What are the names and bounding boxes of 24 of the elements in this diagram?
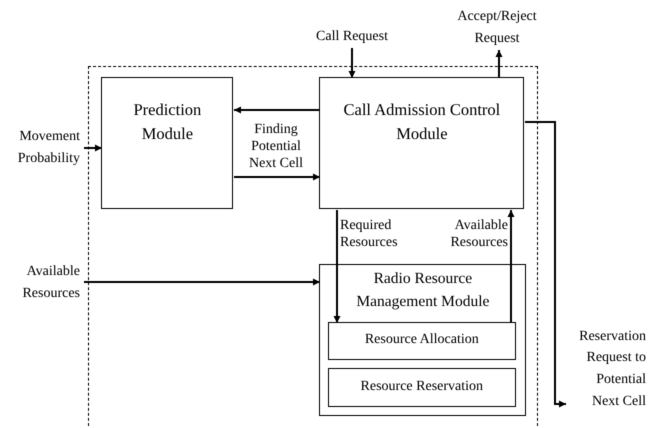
node-label: Reservation Request to Potential Next Cell bbox=[578, 328, 647, 411]
module-title: Resource Reservation bbox=[360, 378, 484, 396]
arrow bbox=[348, 48, 356, 78]
module-title: Radio Resource Management Module bbox=[355, 269, 490, 312]
arrow bbox=[496, 50, 502, 78]
module-box bbox=[101, 77, 234, 210]
module-title: Call Admission Control Module bbox=[342, 99, 502, 146]
arrow bbox=[234, 174, 320, 180]
node-label: Accept/Reject Request bbox=[456, 8, 538, 48]
arrow bbox=[525, 121, 566, 408]
arrow bbox=[234, 106, 320, 114]
node-label: Available Resources bbox=[21, 263, 81, 303]
module-box bbox=[319, 264, 526, 416]
process-box bbox=[328, 322, 516, 360]
module-box bbox=[319, 77, 524, 210]
arrow bbox=[508, 210, 514, 323]
module-title: Resource Allocation bbox=[364, 332, 480, 350]
process-box bbox=[328, 368, 516, 407]
arrow bbox=[334, 210, 340, 323]
module-title: Prediction Module bbox=[132, 99, 202, 146]
node-label: Movement Probability bbox=[16, 128, 81, 168]
arrow bbox=[84, 144, 102, 152]
node-label: Call Request bbox=[315, 28, 389, 46]
arrow bbox=[84, 278, 320, 286]
